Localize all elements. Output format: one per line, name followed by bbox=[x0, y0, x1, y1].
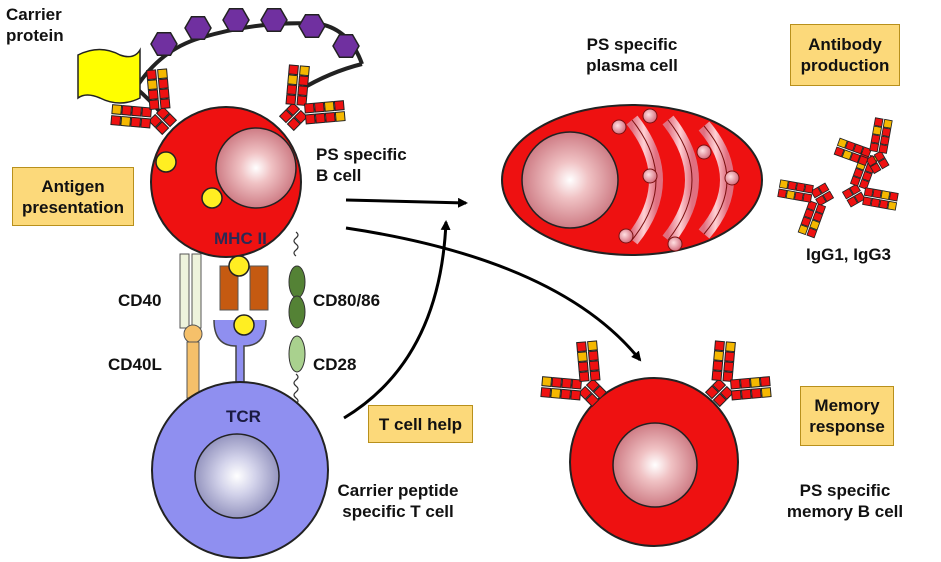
memory-b-cell-receptors bbox=[540, 340, 772, 408]
label-ps-b-cell: PS specific B cell bbox=[316, 145, 407, 185]
label-carrier-protein: Carrier protein bbox=[6, 5, 64, 45]
arrow-to-plasma-cell bbox=[345, 197, 468, 208]
arrow-t-cell-help bbox=[343, 220, 451, 420]
box-t-cell-help: T cell help bbox=[368, 405, 473, 443]
t-cell bbox=[151, 381, 329, 559]
tcr-receptor bbox=[213, 314, 267, 397]
b-cell bbox=[150, 106, 302, 258]
cd40l-ligand bbox=[183, 324, 203, 399]
antigen-peptide bbox=[201, 187, 223, 209]
cd80-86-molecule bbox=[288, 265, 306, 329]
box-memory-response: Memory response bbox=[800, 386, 894, 446]
membrane-anchor-squiggle bbox=[293, 373, 299, 405]
antibody-icon bbox=[777, 179, 835, 239]
antibody-icon bbox=[278, 64, 346, 132]
box-antibody-production: Antibody production bbox=[790, 24, 900, 86]
secreted-antibodies bbox=[777, 117, 899, 239]
label-cd28: CD28 bbox=[313, 355, 357, 374]
antibody-icon bbox=[704, 340, 772, 408]
label-mhc-ii: MHC II bbox=[214, 229, 267, 248]
box-antigen-presentation: Antigen presentation bbox=[12, 167, 134, 226]
antibody-icon bbox=[833, 117, 893, 175]
memory-b-cell bbox=[569, 377, 739, 547]
cd40-receptor bbox=[179, 253, 202, 329]
antibody-icon bbox=[540, 340, 608, 408]
polysaccharide-unit bbox=[150, 31, 178, 57]
label-cd40l: CD40L bbox=[108, 355, 162, 374]
polysaccharide-unit bbox=[222, 7, 250, 33]
label-memory-b-cell: PS specific memory B cell bbox=[786, 481, 904, 521]
polysaccharide-unit bbox=[298, 13, 326, 39]
cd28-molecule bbox=[288, 335, 306, 373]
polysaccharide-unit bbox=[332, 33, 360, 59]
label-tcr: TCR bbox=[226, 407, 261, 426]
b-cell-receptors bbox=[110, 64, 346, 136]
label-plasma-cell: PS specific plasma cell bbox=[586, 35, 678, 75]
label-t-cell: Carrier peptide specific T cell bbox=[337, 481, 459, 521]
mhc-ii-molecule bbox=[219, 255, 269, 311]
label-cd80-86: CD80/86 bbox=[313, 291, 381, 310]
polysaccharide-unit bbox=[184, 15, 212, 41]
polysaccharide-hexagons bbox=[150, 7, 360, 59]
membrane-anchor-squiggle bbox=[293, 231, 299, 257]
plasma-cell bbox=[501, 104, 763, 256]
label-igg: IgG1, IgG3 bbox=[806, 245, 892, 264]
antibody-icon bbox=[110, 68, 178, 136]
polysaccharide-unit bbox=[260, 7, 288, 33]
carrier-protein-shape bbox=[77, 47, 141, 104]
antigen-peptide bbox=[155, 151, 177, 173]
arrow-to-memory-cell bbox=[345, 226, 642, 362]
label-cd40: CD40 bbox=[118, 291, 162, 310]
